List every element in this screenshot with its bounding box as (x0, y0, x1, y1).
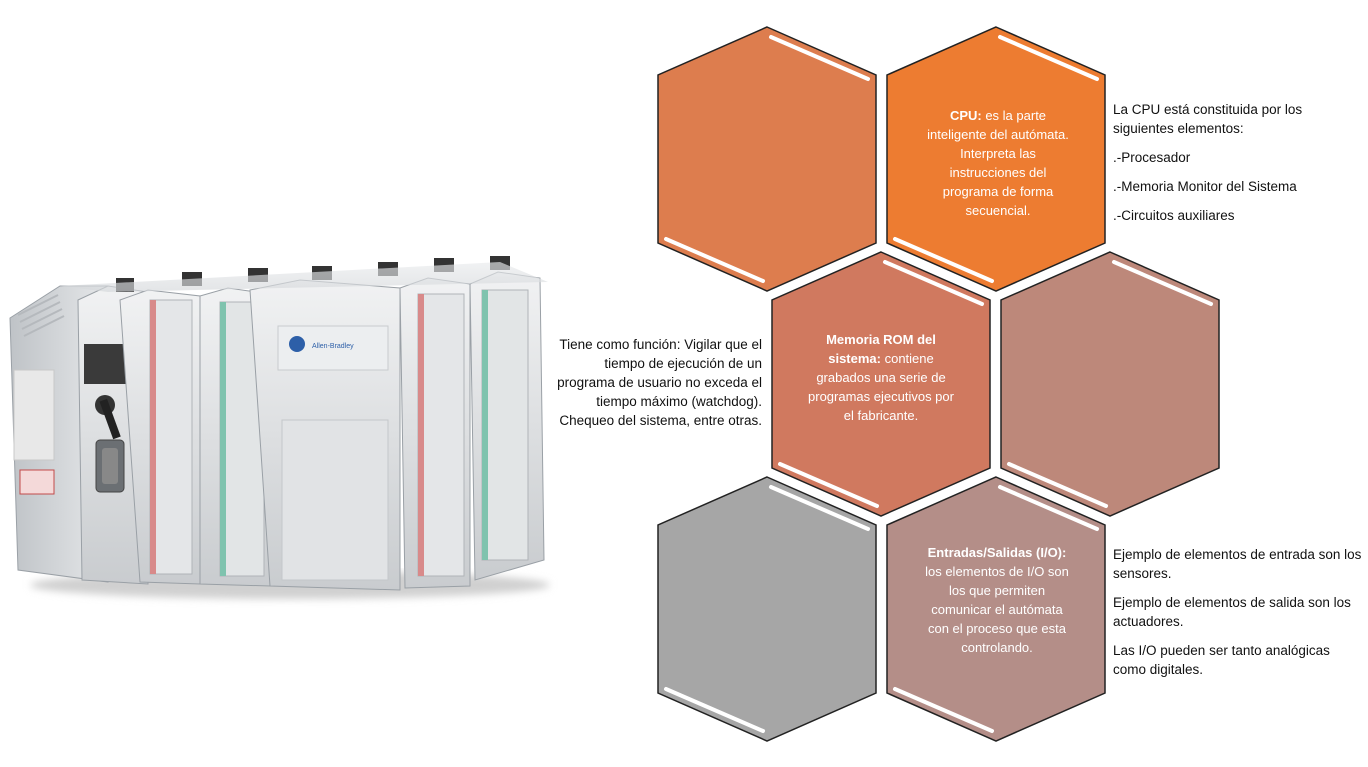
hex-rom-body: contiene grabados una serie de programas… (808, 351, 954, 423)
plc-brand-label: Allen-Bradley (312, 343, 354, 350)
hex-io-highlight-top (998, 485, 1099, 531)
hex-io-highlight-bottom (893, 687, 994, 733)
io-example-types: Las I/O pueden ser tanto analógicas como… (1113, 643, 1330, 677)
hex-cpu-body: es la parte inteligente del autómata. In… (927, 108, 1069, 218)
hex-rom-title: Memoria ROM del sistema: (826, 332, 936, 366)
io-examples-note: Ejemplo de elementos de entrada son los … (1113, 545, 1366, 689)
hex-mid-right-highlight-bottom (1007, 462, 1108, 508)
rom-function-note: Tiene como función: Vigilar que el tiemp… (557, 337, 762, 428)
hex-cpu-title: CPU: (949, 108, 982, 123)
hex-io (886, 476, 1106, 742)
cpu-element-item: .-Circuitos auxiliares (1113, 208, 1235, 223)
hex-bottom-left (657, 476, 877, 742)
plc-controller-image: Allen-Bradley (9, 256, 550, 599)
cpu-element-item: .-Procesador (1113, 150, 1191, 165)
hex-rom-highlight-bottom (778, 462, 879, 508)
hex-cpu-text: CPU: es la parte inteligente del autómat… (922, 106, 1074, 220)
hex-cpu-highlight-top (998, 35, 1099, 81)
cpu-element-item: .-Memoria Monitor del Sistema (1113, 179, 1297, 194)
cpu-elements-note: La CPU está constituida por los siguient… (1113, 100, 1343, 235)
io-example-output: Ejemplo de elementos de salida son los a… (1113, 595, 1351, 629)
hex-top-left-highlight-top (769, 35, 870, 81)
hex-top-left (657, 26, 877, 292)
io-example-input: Ejemplo de elementos de entrada son los … (1113, 547, 1362, 581)
hex-cpu-highlight-bottom (893, 237, 994, 283)
hex-io-body: los elementos de I/O son los que permite… (925, 564, 1069, 655)
hex-mid-right-highlight-top (1112, 260, 1213, 306)
hex-bottom-left-highlight-bottom (664, 687, 765, 733)
hex-io-title: Entradas/Salidas (I/O): (927, 545, 1067, 560)
hex-top-left-highlight-bottom (664, 237, 765, 283)
cpu-elements-intro: La CPU está constituida por los siguient… (1113, 102, 1303, 136)
hex-rom-highlight-top (883, 260, 984, 306)
hex-rom (771, 251, 991, 517)
hex-mid-right (1000, 251, 1220, 517)
hex-bottom-left-highlight-top (769, 485, 870, 531)
hex-rom-text: Memoria ROM del sistema: contiene grabad… (806, 330, 956, 425)
hex-cpu (886, 26, 1106, 292)
hex-io-text: Entradas/Salidas (I/O): los elementos de… (922, 543, 1072, 657)
